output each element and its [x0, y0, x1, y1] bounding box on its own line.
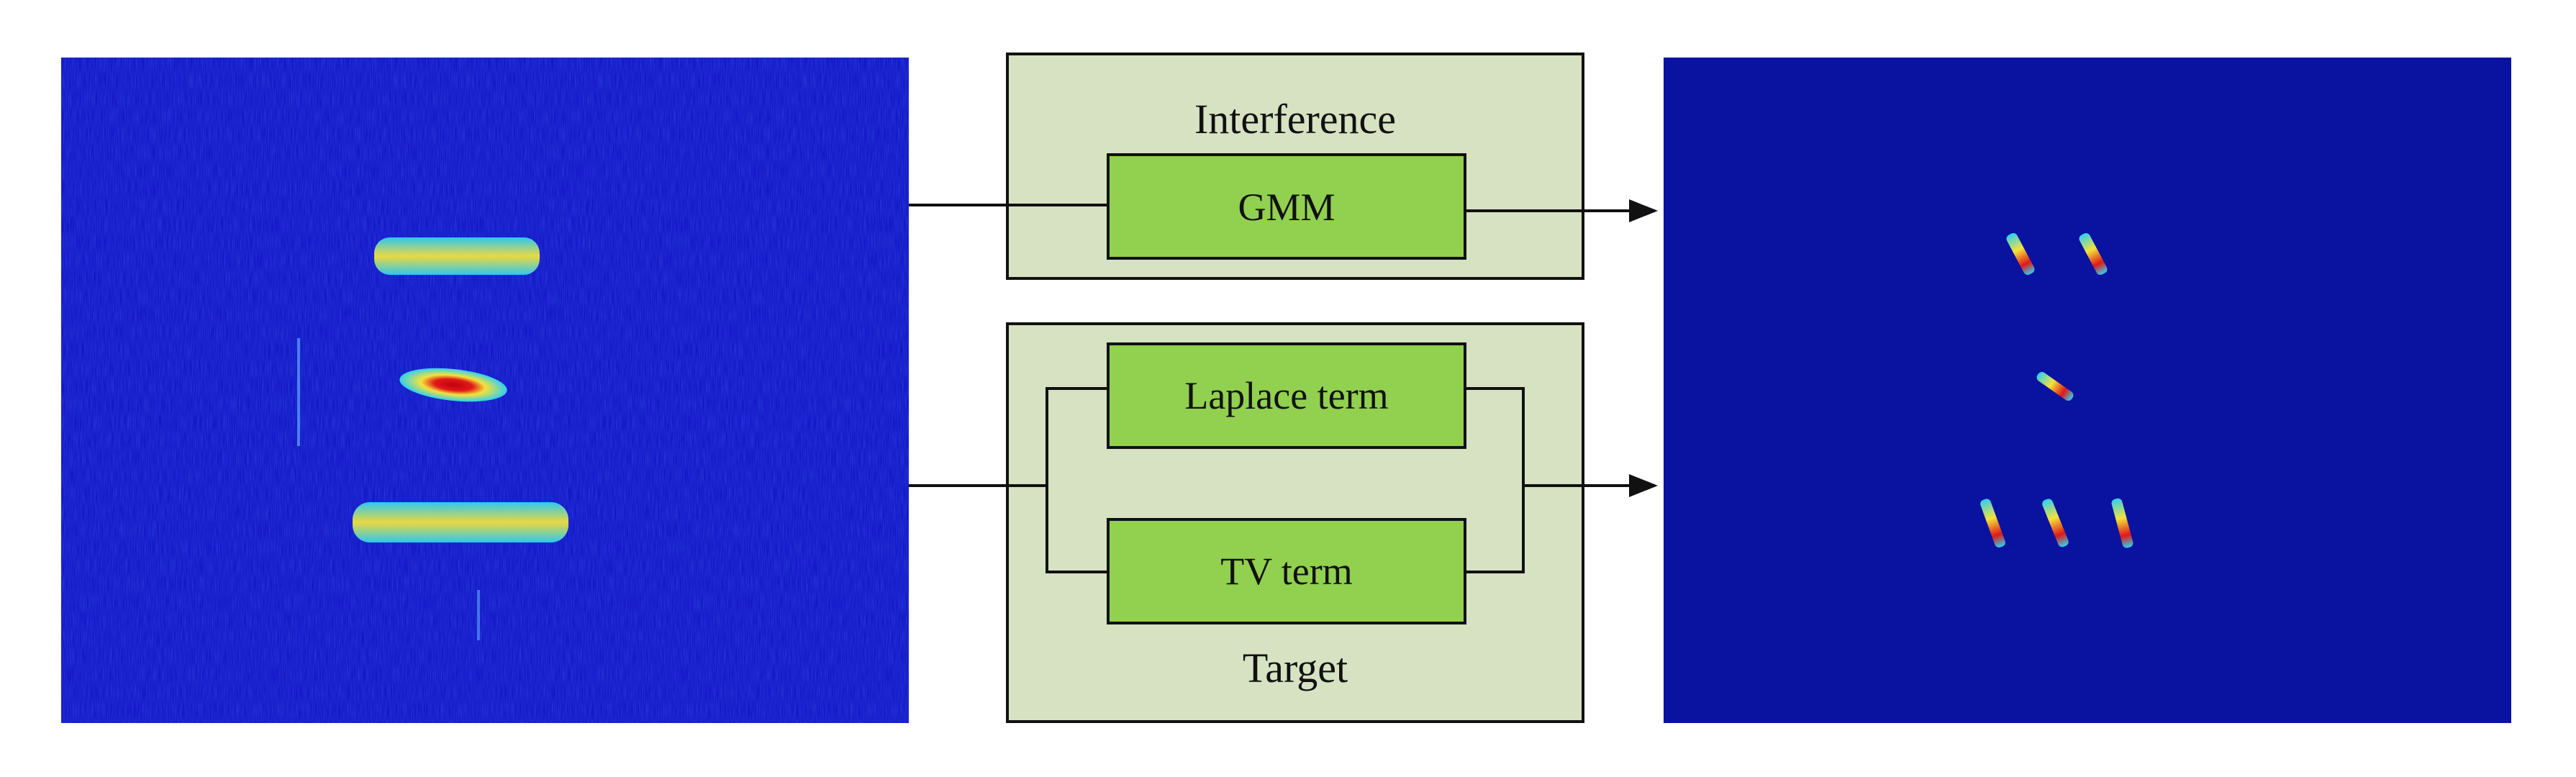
connectors: [909, 199, 1658, 573]
output-streak: [1980, 499, 2005, 547]
input-signal-blobs: [297, 237, 568, 640]
output-image-background: [1664, 58, 2511, 723]
input-blob-top: [374, 237, 540, 275]
target-panel: Laplace term TV term Target: [1006, 322, 1584, 723]
gmm-block: [1107, 153, 1466, 260]
laplace-term-block: [1107, 342, 1466, 449]
output-streak: [2111, 498, 2133, 548]
target-title: Target: [1243, 645, 1348, 691]
connector-join: [1465, 387, 1525, 573]
output-image: [1664, 58, 2511, 723]
connector-split: [1046, 387, 1108, 573]
input-blob-middle: [399, 368, 507, 402]
output-streak: [2079, 232, 2108, 276]
laplace-term-label: Laplace term: [1184, 374, 1388, 417]
interference-title: Interference: [1194, 96, 1396, 142]
output-streak: [2036, 371, 2074, 401]
output-streak: [2042, 499, 2069, 547]
input-image: [61, 58, 909, 723]
gmm-label: GMM: [1238, 186, 1335, 229]
interference-panel: Interference GMM: [1006, 53, 1584, 280]
input-blob-bottom: [353, 502, 568, 542]
output-signal-streaks: [1980, 232, 2133, 548]
output-streak: [2006, 232, 2035, 276]
tv-term-label: TV term: [1220, 550, 1352, 593]
tv-term-block: [1107, 518, 1466, 624]
